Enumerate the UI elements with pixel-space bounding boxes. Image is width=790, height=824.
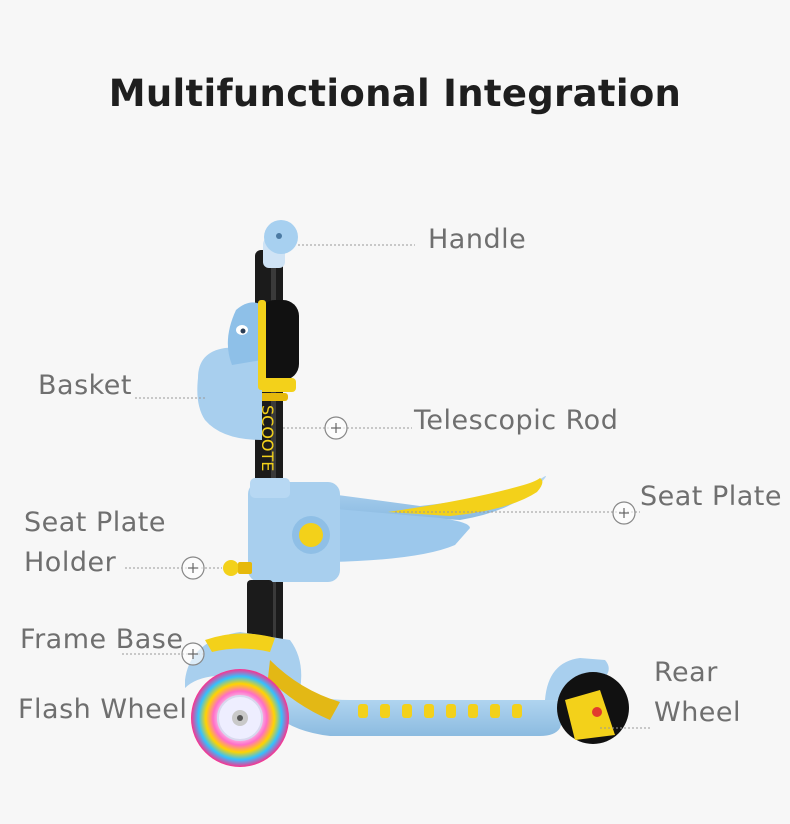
holder-screw xyxy=(238,562,252,574)
marker-frame-base xyxy=(181,642,205,666)
rod-branding: SCOOTE xyxy=(258,405,277,471)
seat-top xyxy=(388,478,543,516)
rear-wheel-light xyxy=(592,707,602,717)
seat-hinge xyxy=(299,523,323,547)
label-seat-plate-holder-line1: Seat Plate xyxy=(24,507,166,538)
marker-seat-plate-holder xyxy=(181,556,205,580)
rod-highlight xyxy=(271,250,276,670)
holder-knob xyxy=(223,560,239,576)
basket-pupil xyxy=(240,328,246,334)
deck xyxy=(275,690,565,736)
lower-rod xyxy=(247,580,273,650)
label-flash-wheel: Flash Wheel xyxy=(18,694,188,725)
marker-seat-plate xyxy=(612,501,636,525)
page-title: Multifunctional Integration xyxy=(108,72,682,115)
label-seat-plate-holder: Seat Plate Holder xyxy=(24,503,166,583)
label-seat-plate: Seat Plate xyxy=(640,481,782,512)
basket-mount xyxy=(258,300,266,390)
basket xyxy=(197,345,262,440)
label-basket: Basket xyxy=(38,370,133,401)
flash-wheel-axle xyxy=(237,715,243,721)
label-telescopic-rod: Telescopic Rod xyxy=(414,405,619,436)
marker-telescopic-rod xyxy=(324,416,348,440)
label-seat-plate-holder-line2: Holder xyxy=(24,547,117,578)
deck-stripes xyxy=(358,704,522,718)
deck-link xyxy=(268,660,340,720)
label-frame-base: Frame Base xyxy=(20,624,184,655)
label-handle: Handle xyxy=(428,224,527,255)
rear-wheel-guard xyxy=(565,690,615,740)
seat-holder-collar xyxy=(250,478,290,498)
frame-base-inner xyxy=(205,633,275,652)
rod-grip xyxy=(259,300,299,380)
label-rear-wheel-line1: Rear xyxy=(654,657,718,688)
label-rear-wheel-line2: Wheel xyxy=(654,697,742,728)
handle-knob-dot xyxy=(276,233,282,239)
label-rear-wheel: Rear Wheel xyxy=(654,653,741,733)
